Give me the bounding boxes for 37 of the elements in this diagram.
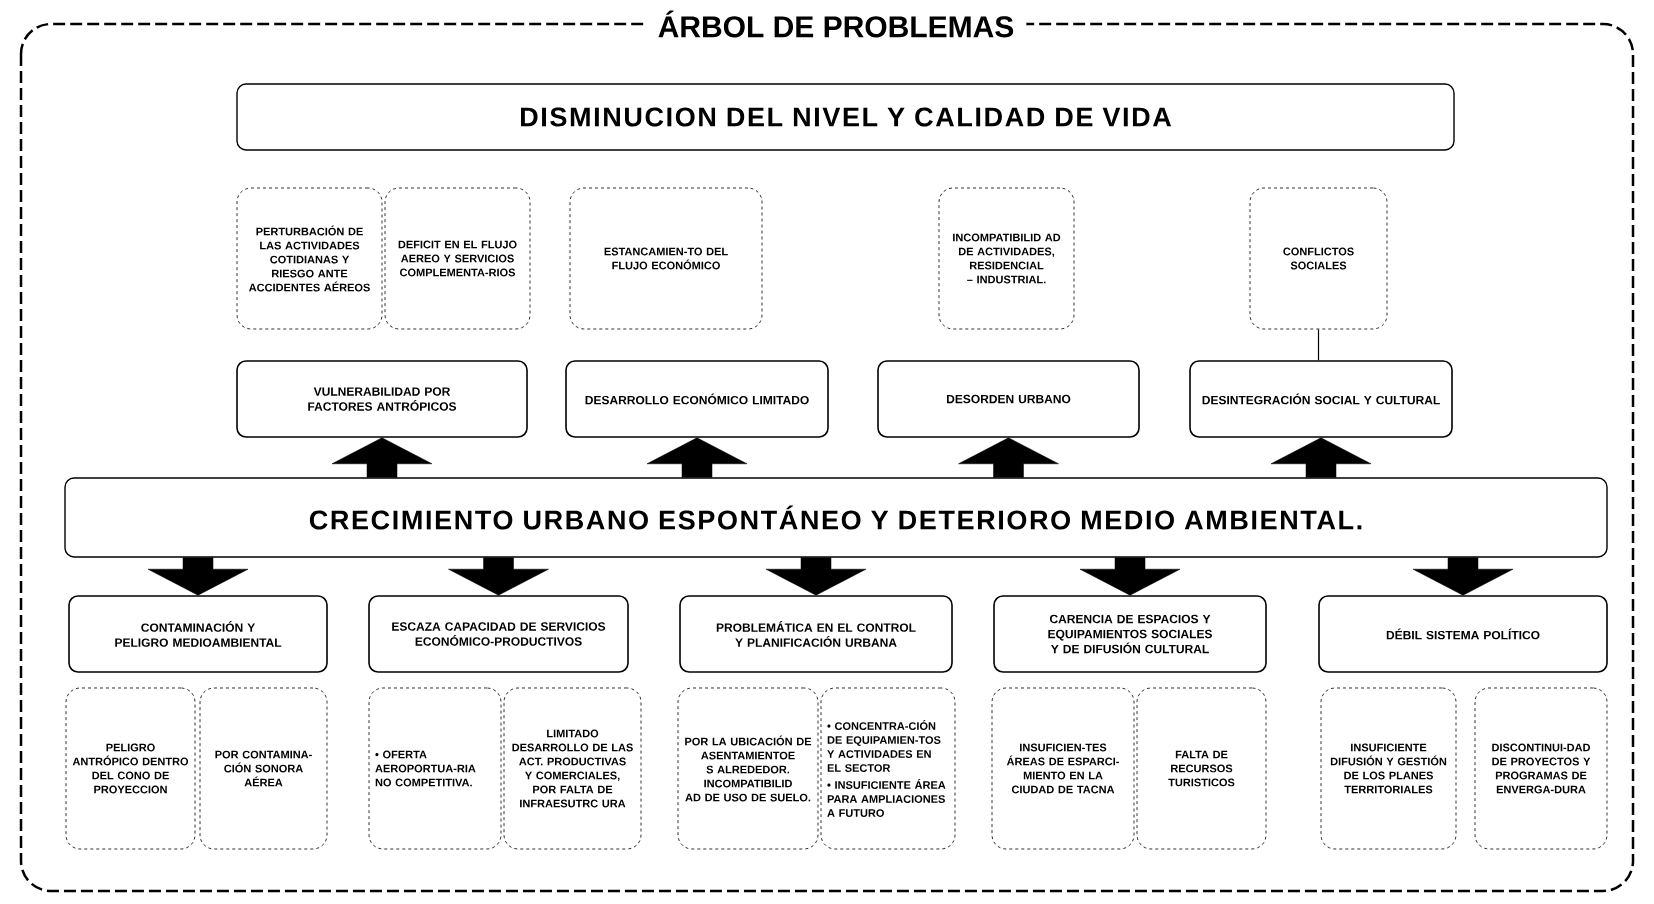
block-arrow [448, 557, 549, 596]
block-arrow [646, 437, 748, 478]
detail-box: PERTURBACIÓN DE LAS ACTIVIDADES COTIDIANAS Y RIESGO ANTE ACCIDENTES AÉREOS [236, 187, 383, 330]
detail-box: FALTA DE RECURSOS TURISTICOS [1136, 687, 1267, 850]
detail-box: POR LA UBICACIÓN DE ASENTAMIENTOE S ALREDEDOR. INCOMPATIBILID AD DE USO DE SUELO. [677, 687, 819, 850]
detail-box: DISCONTINUI-DAD DE PROYECTOS Y PROGRAMAS DE ENVERGA-DURA [1474, 687, 1608, 850]
detail-box: INSUFICIENTE DIFUSIÓN Y GESTIÓN DE LOS PLANES TERRITORIALES [1320, 687, 1457, 850]
problem-box: PROBLEMÁTICA EN EL CONTROL Y PLANIFICACIÓN URBANA [679, 595, 953, 673]
problem-box: VULNERABILIDAD POR FACTORES ANTRÓPICOS [236, 360, 528, 438]
connector-line [1317, 328, 1320, 361]
problem-box: CARENCIA DE ESPACIOS Y EQUIPAMIENTOS SOCIALES Y DE DIFUSIÓN CULTURAL [993, 595, 1267, 673]
block-arrow [1079, 557, 1181, 596]
problem-box: CONTAMINACIÓN Y PELIGRO MEDIOAMBIENTAL [68, 595, 328, 673]
detail-box: LIMITADO DESARROLLO DE LAS ACT. PRODUCTIVAS Y COMERCIALES, POR FALTA DE INFRAESUTRC URA [503, 687, 642, 850]
core-problem-box: CRECIMIENTO URBANO ESPONTÁNEO Y DETERIORO MEDIO AMBIENTAL. [64, 477, 1608, 558]
detail-box: CONFLICTOS SOCIALES [1249, 187, 1388, 330]
block-arrow [958, 437, 1059, 478]
problem-box: ESCAZA CAPACIDAD DE SERVICIOS ECONÓMICO-PRODUCTIVOS [368, 595, 629, 673]
detail-box: • CONCENTRA-CIÓN DE EQUIPAMIEN-TOS Y ACTIVIDADES EN EL SECTOR • INSUFICIENTE ÁREA PARA AMPLIACIONES A FUTURO [820, 687, 956, 850]
detail-box: INSUFICIEN-TES ÁREAS DE ESPARCI-MIENTO EN LA CIUDAD DE TACNA [991, 687, 1135, 850]
problem-box: DESARROLLO ECONÓMICO LIMITADO [565, 360, 829, 438]
detail-box: • OFERTA AEROPORTUA-RIA NO COMPETITIVA. [368, 687, 502, 850]
block-arrow [1412, 557, 1514, 596]
detail-box: PELIGRO ANTRÓPICO DENTRO DEL CONO DE PROYECCION [65, 687, 196, 850]
title-box: DISMINUCION DEL NIVEL Y CALIDAD DE VIDA [236, 83, 1455, 151]
block-arrow [331, 437, 433, 478]
block-arrow [147, 557, 249, 596]
detail-box: POR CONTAMINA-CIÓN SONORA AÉREA [199, 687, 328, 850]
diagram-title: ÁRBOL DE PROBLEMAS [645, 7, 1027, 41]
problem-box: DESINTEGRACIÓN SOCIAL Y CULTURAL [1189, 360, 1453, 438]
block-arrow [765, 557, 867, 596]
detail-box: ESTANCAMIEN-TO DEL FLUJO ECONÓMICO [569, 187, 763, 330]
detail-box: INCOMPATIBILID AD DE ACTIVIDADES, RESIDENCIAL – INDUSTRIAL. [938, 187, 1075, 330]
problem-box: DÉBIL SISTEMA POLÍTICO [1318, 595, 1608, 673]
detail-box: DEFICIT EN EL FLUJO AEREO Y SERVICIOS COMPLEMENTA-RIOS [384, 187, 531, 330]
block-arrow [1270, 437, 1372, 478]
problem-box: DESORDEN URBANO [877, 360, 1140, 438]
